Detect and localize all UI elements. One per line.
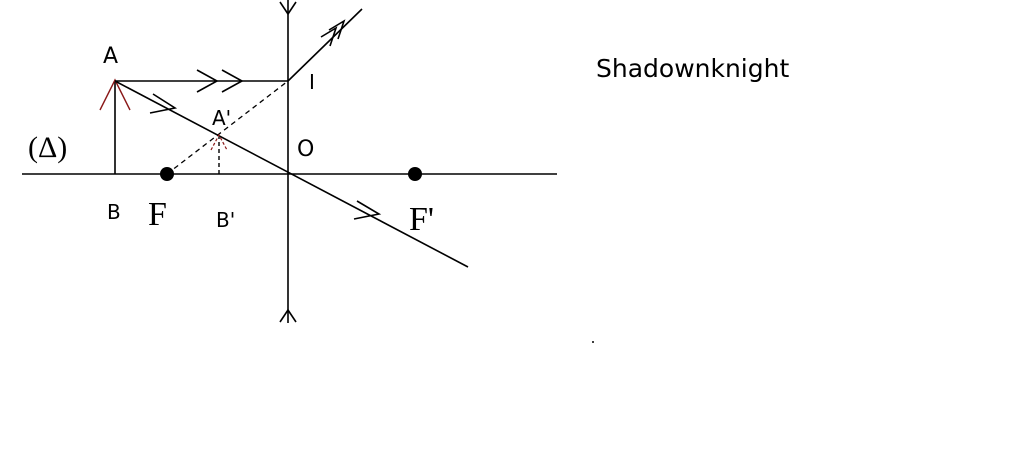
stray-dot [592, 341, 594, 343]
object-arrow [99, 78, 131, 174]
ray-refracted [287, 8, 363, 82]
label-a-image: A' [212, 106, 231, 130]
ray-parallel [115, 69, 288, 93]
label-a: A [103, 44, 118, 69]
label-o: O [297, 137, 314, 162]
object-arrow-tip [99, 78, 131, 111]
label-b: B [107, 200, 121, 224]
focal-point-f-prime [408, 167, 422, 181]
label-f-prime: F' [409, 201, 434, 238]
image-arrow-tip [210, 133, 228, 151]
label-i: I [309, 70, 315, 94]
diverging-lens [279, 0, 297, 323]
label-axis: (Δ) [28, 131, 67, 164]
attribution-text: Shadownknight [596, 54, 790, 83]
image-arrow [210, 133, 228, 174]
focal-point-f [160, 167, 174, 181]
label-b-image: B' [216, 208, 235, 232]
label-f: F [148, 196, 167, 233]
virtual-ray-extension [166, 80, 289, 175]
ray-through-center [114, 80, 469, 268]
